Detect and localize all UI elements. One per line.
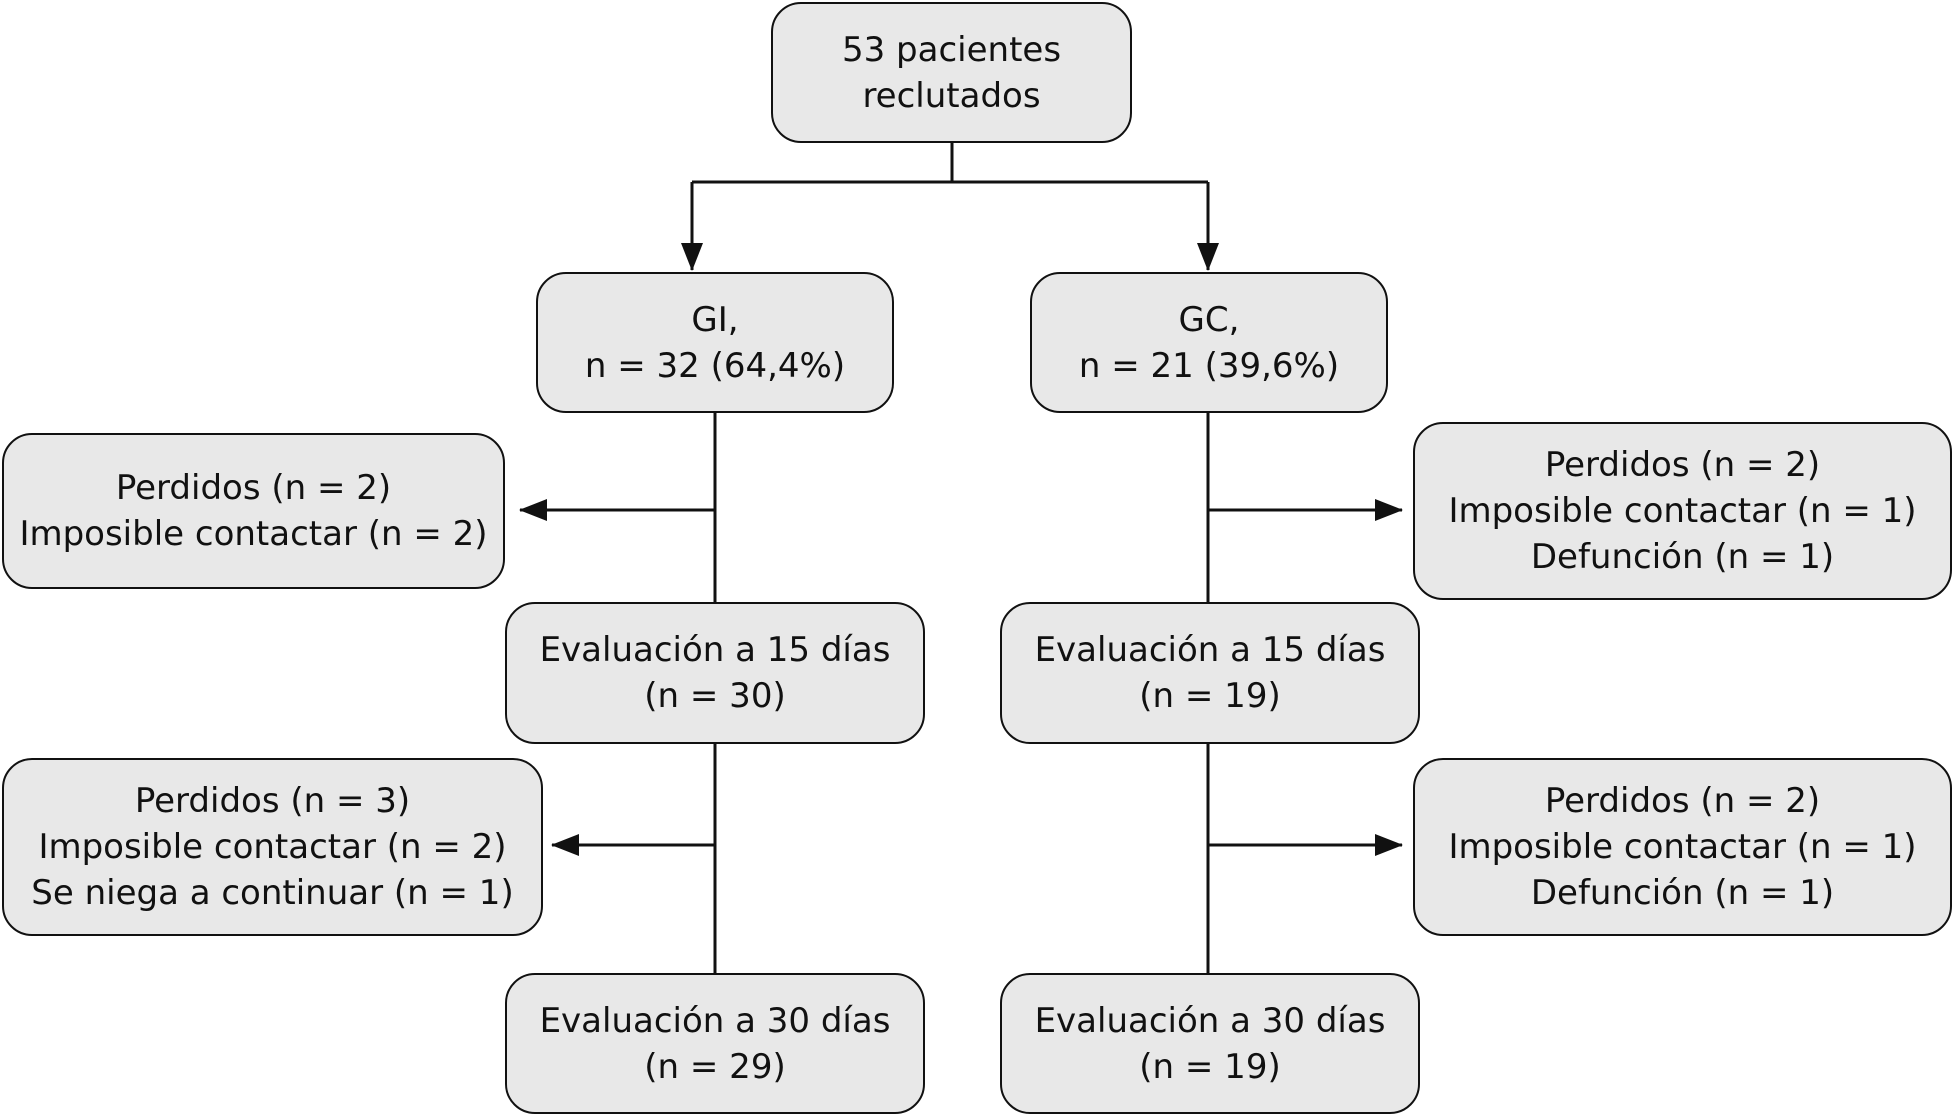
gc-lost-1-box: Perdidos (n = 2) Imposible contactar (n … [1413,422,1952,600]
gc-eval-30-box: Evaluación a 30 días (n = 19) [1000,973,1420,1114]
recruited-line-1: 53 pacientes [841,29,1062,70]
gi-eval-30-line-1: Evaluación a 30 días [539,1000,891,1041]
gi-lost-1-line-1: Perdidos (n = 2) [115,468,392,508]
gc-eval-15-line-2: (n = 19) [1139,676,1281,716]
gc-lost-2-line-2: Imposible contactar (n = 1) [1448,827,1917,867]
group-gc-line-1: GC, [1178,299,1240,340]
gc-lost-2-box: Perdidos (n = 2) Imposible contactar (n … [1413,758,1952,936]
gi-lost-2-line-2: Imposible contactar (n = 2) [38,827,507,867]
recruited-box: 53 pacientes reclutados [771,2,1132,143]
gc-eval-30-line-1: Evaluación a 30 días [1034,1000,1386,1041]
gc-lost-1-line-2: Imposible contactar (n = 1) [1448,491,1917,531]
gc-lost-1-line-3: Defunción (n = 1) [1530,537,1835,577]
recruited-line-2: reclutados [862,75,1041,116]
group-gi-box: GI, n = 32 (64,4%) [536,272,894,413]
gc-lost-2-line-3: Defunción (n = 1) [1530,873,1835,913]
gc-eval-15-box: Evaluación a 15 días (n = 19) [1000,602,1420,744]
gi-eval-30-box: Evaluación a 30 días (n = 29) [505,973,925,1114]
gc-eval-15-line-1: Evaluación a 15 días [1034,630,1386,670]
gi-eval-15-line-2: (n = 30) [644,676,786,716]
gi-lost-2-line-1: Perdidos (n = 3) [134,781,411,821]
group-gc-box: GC, n = 21 (39,6%) [1030,272,1388,413]
gi-lost-2-line-3: Se niega a continuar (n = 1) [31,873,514,913]
group-gi-line-2: n = 32 (64,4%) [584,345,846,386]
group-gi-line-1: GI, [691,299,739,340]
gi-eval-15-box: Evaluación a 15 días (n = 30) [505,602,925,744]
gi-lost-1-line-2: Imposible contactar (n = 2) [19,514,488,554]
gc-eval-30-line-2: (n = 19) [1139,1046,1281,1087]
gc-lost-1-line-1: Perdidos (n = 2) [1544,445,1821,485]
gi-eval-30-line-2: (n = 29) [644,1046,786,1087]
group-gc-line-2: n = 21 (39,6%) [1078,345,1340,386]
gi-eval-15-line-1: Evaluación a 15 días [539,630,891,670]
gc-lost-2-line-1: Perdidos (n = 2) [1544,781,1821,821]
gi-lost-1-box: Perdidos (n = 2) Imposible contactar (n … [2,433,505,589]
gi-lost-2-box: Perdidos (n = 3) Imposible contactar (n … [2,758,543,936]
